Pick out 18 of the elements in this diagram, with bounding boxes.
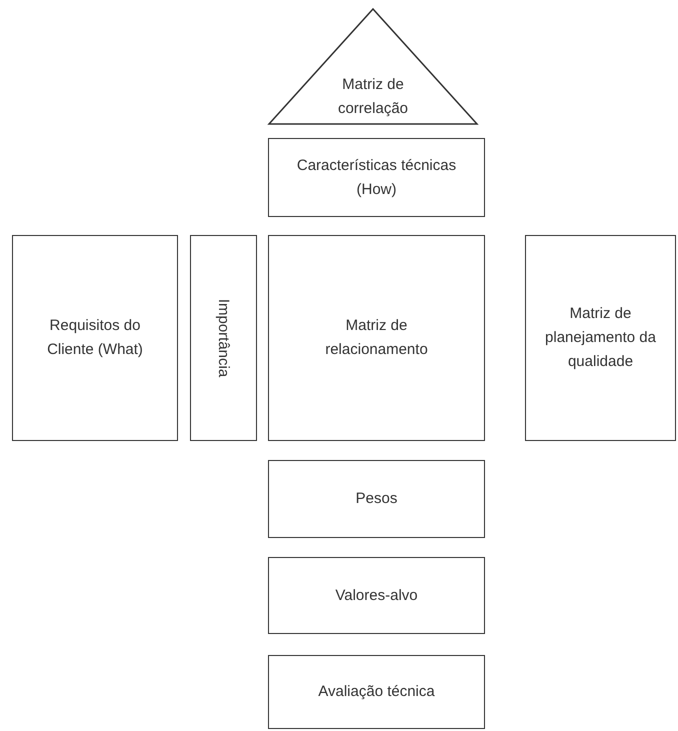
box-label: Matriz de relacionamento [324, 316, 429, 360]
rectangle-box [525, 235, 676, 441]
rectangle-box [268, 655, 485, 729]
rectangle-box [268, 460, 485, 538]
box-label: Importância [214, 298, 234, 378]
rectangle-box [190, 235, 257, 441]
box-label: Avaliação técnica [317, 682, 436, 702]
rectangle-box [268, 138, 485, 217]
box-label: Matriz de planejamento da qualidade [544, 304, 657, 372]
box-label: Requisitos do Cliente (What) [46, 316, 144, 360]
rectangle-box [12, 235, 178, 441]
box-label: Pesos [354, 489, 398, 509]
box-label: Matriz de correlação [336, 74, 410, 118]
triangle-shape [268, 8, 478, 125]
box-label: Valores-alvo [334, 586, 419, 606]
rectangle-box [268, 235, 485, 441]
box-label: Características técnicas (How) [296, 156, 458, 200]
rectangle-box [268, 557, 485, 634]
